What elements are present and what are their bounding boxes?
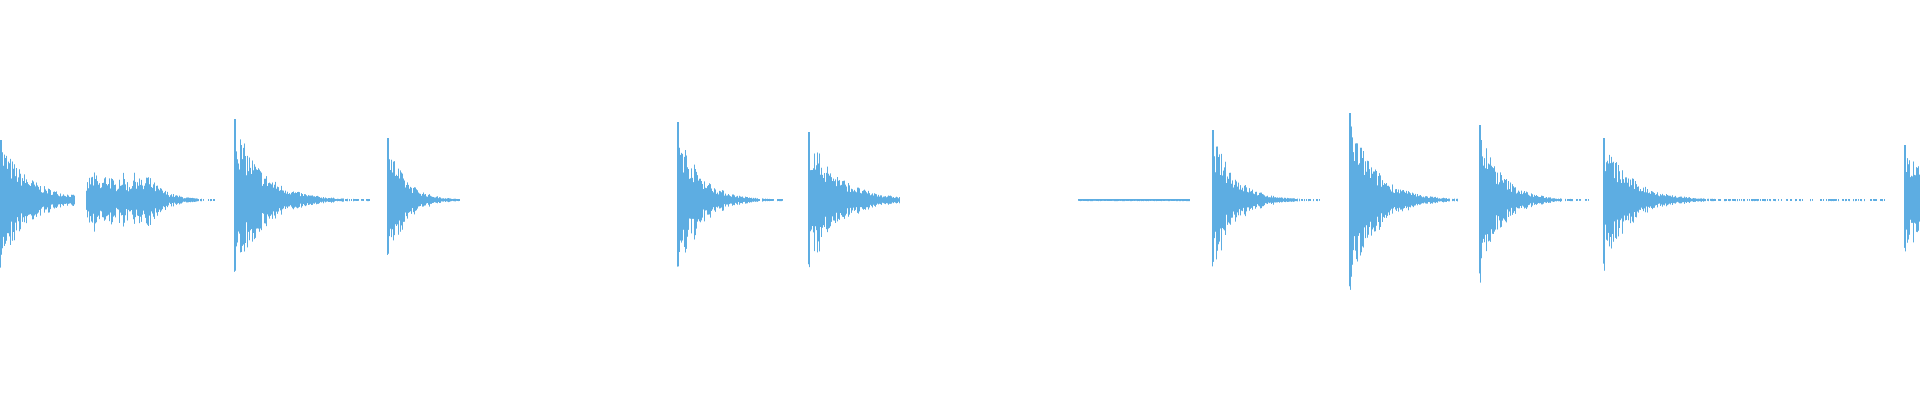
- waveform-transient: [1078, 199, 1190, 202]
- waveform-transient: [677, 122, 783, 267]
- waveform-transient: [0, 140, 75, 268]
- waveform-transient: [234, 119, 370, 272]
- waveform-transient: [1904, 145, 1920, 252]
- waveform-transient: [1603, 138, 1885, 271]
- waveform-transient: [387, 138, 460, 255]
- waveform-transient: [1479, 125, 1589, 283]
- waveform-transient: [86, 172, 215, 232]
- waveform-transient: [808, 132, 900, 268]
- waveform-transient: [1349, 113, 1458, 290]
- waveform-transient: [1212, 130, 1320, 267]
